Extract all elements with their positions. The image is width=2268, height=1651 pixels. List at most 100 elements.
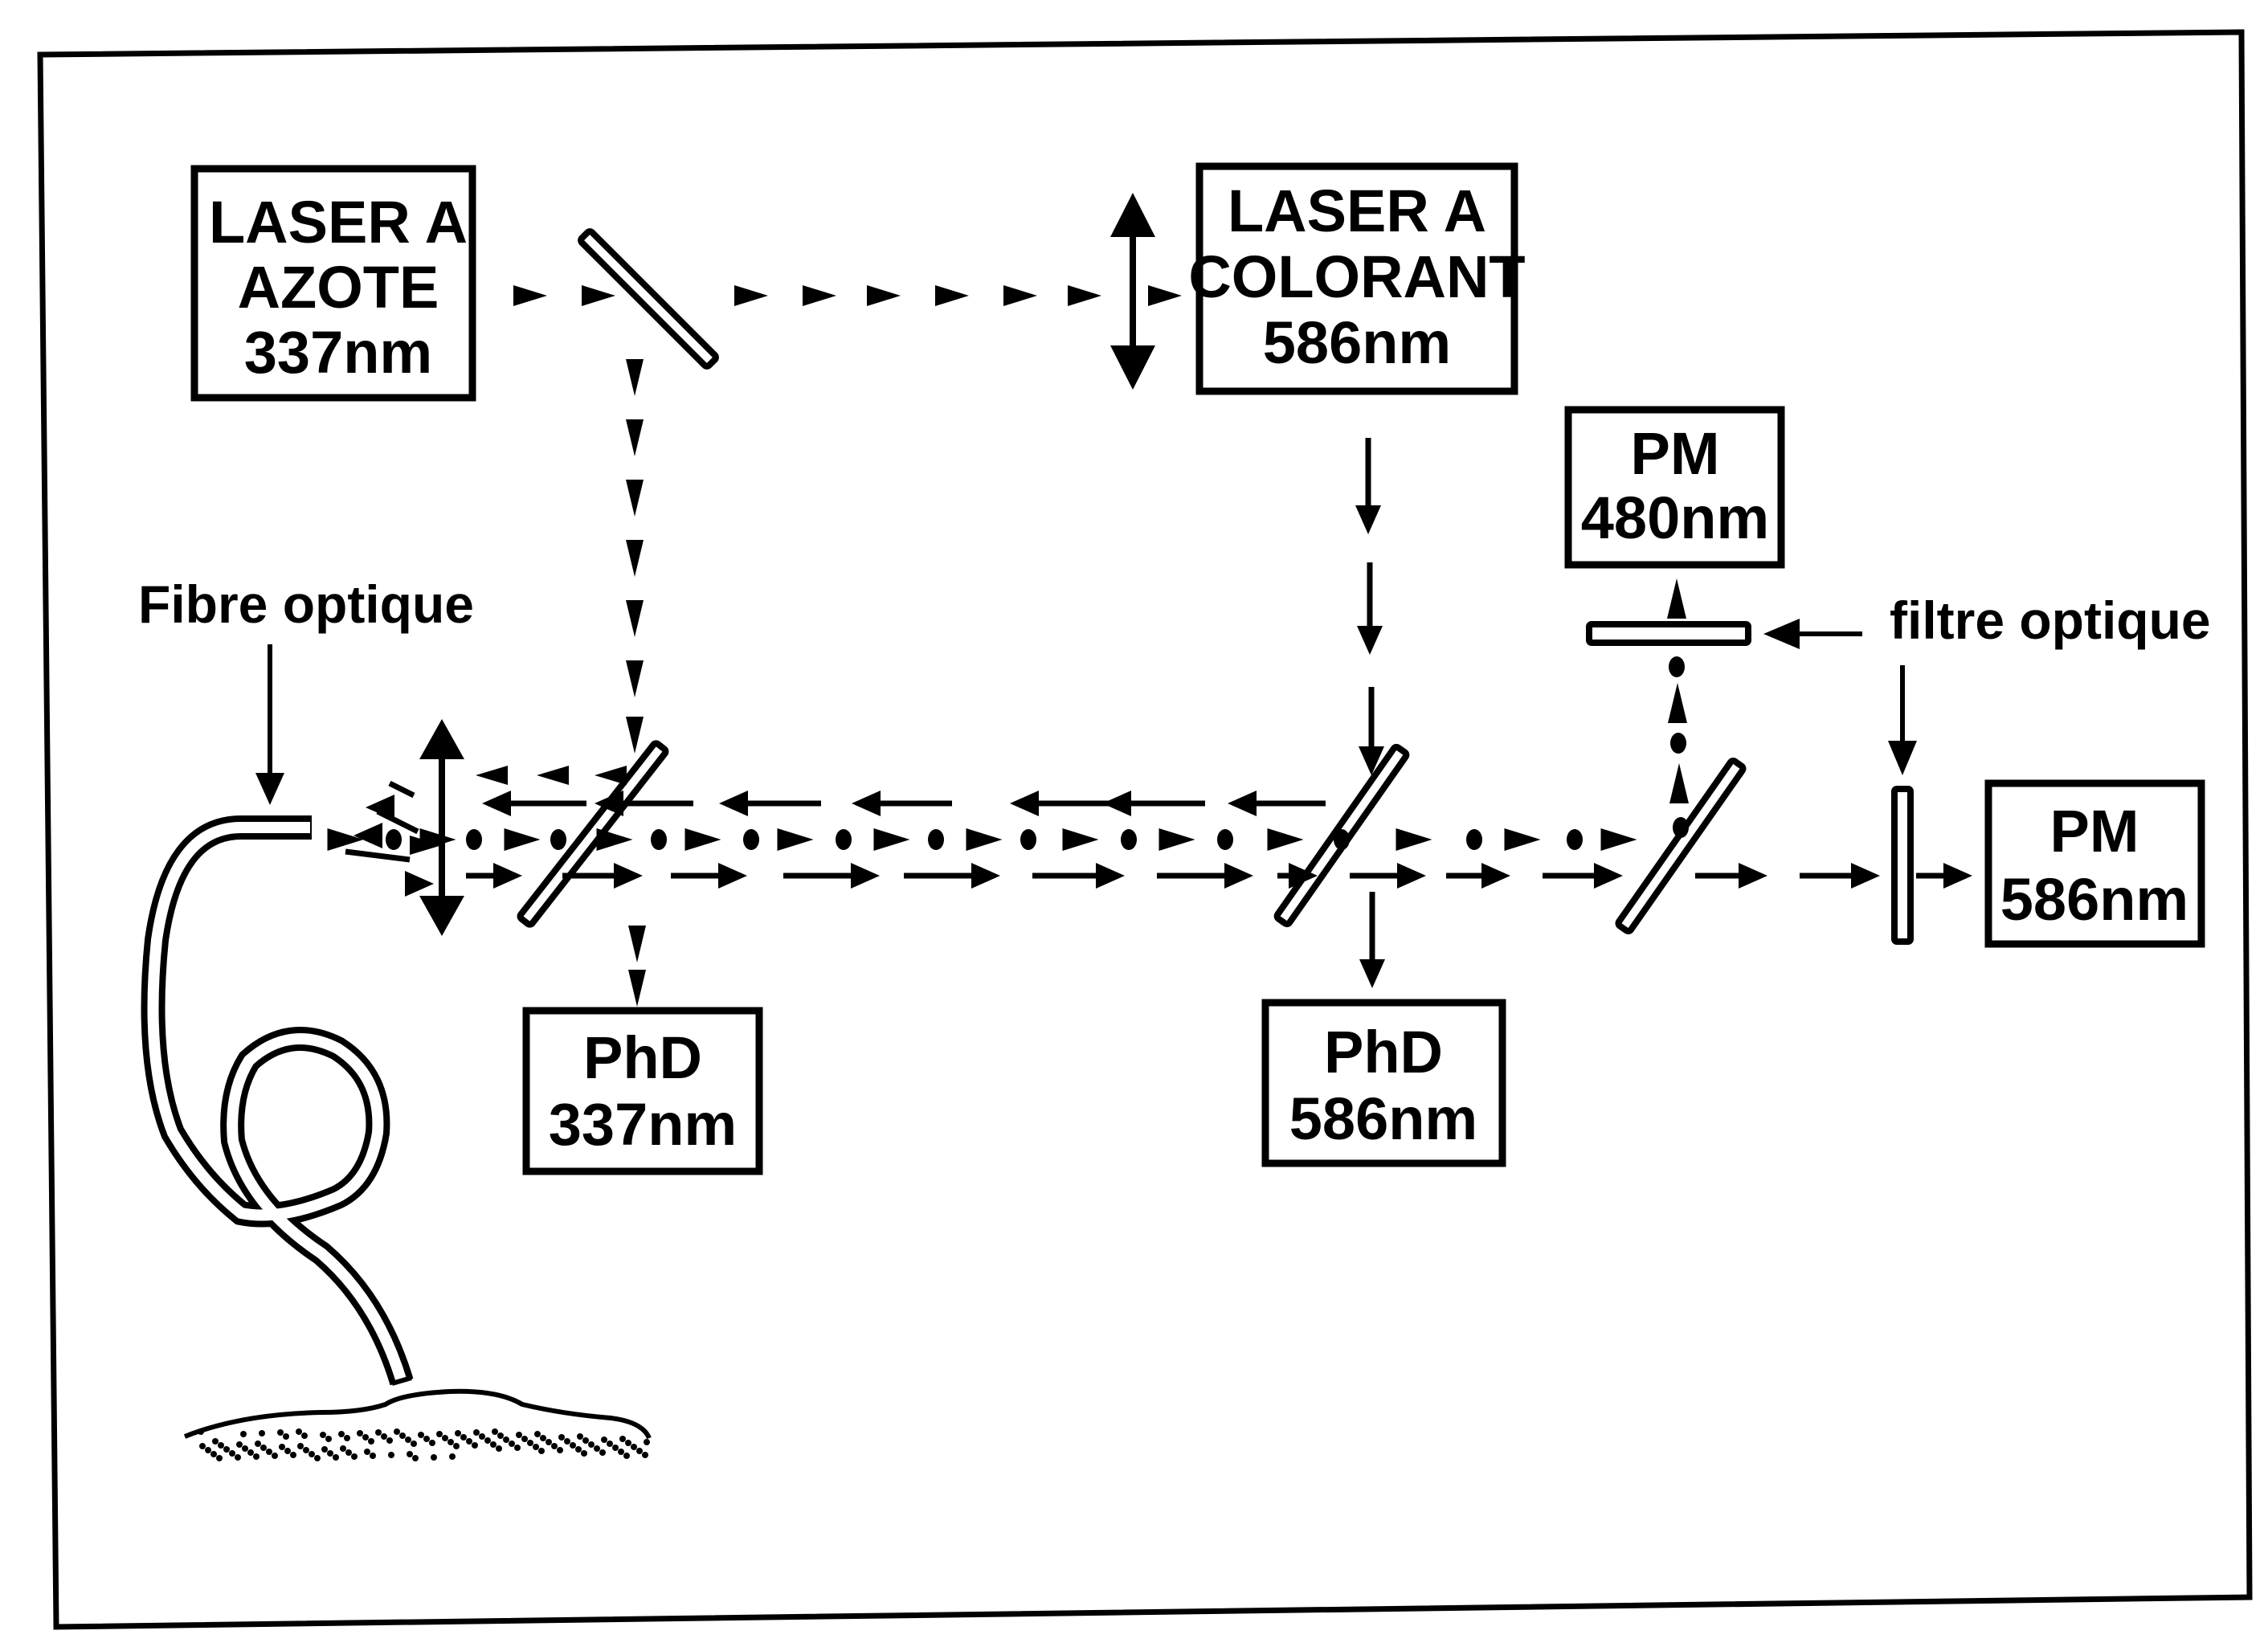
sample-speckle: [259, 1430, 265, 1436]
beam-586-forward-arrow-head: [971, 863, 1000, 889]
sample-speckle: [210, 1451, 217, 1457]
sample-speckle: [283, 1433, 289, 1440]
fibre-optique-label: Fibre optique: [138, 574, 474, 634]
sample-speckle: [297, 1443, 304, 1449]
fluorescence-dot: [1217, 829, 1233, 850]
sample-speckle: [344, 1435, 350, 1441]
fibre-fan-arrow-shaft: [376, 808, 419, 835]
beam-337-triangle: [935, 285, 969, 306]
sample-speckle: [381, 1433, 387, 1440]
fluorescence-triangle: [966, 828, 1003, 851]
sample-speckle: [581, 1450, 587, 1457]
sample-speckle: [333, 1454, 339, 1461]
beam-586-return-arrow-head: [852, 791, 881, 816]
fluorescence-up-triangle: [1668, 683, 1687, 723]
optical-filter-586: [1891, 786, 1914, 945]
fluorescence-up-triangle: [1669, 763, 1689, 803]
beamsplitter-mirror-4: [1615, 758, 1747, 934]
beam-586-down-head: [1359, 746, 1384, 775]
sample-speckle: [599, 1449, 606, 1456]
fluorescence-dot: [743, 829, 759, 850]
beam-paths: [327, 285, 1972, 1007]
sample-speckle: [546, 1439, 552, 1445]
sample-speckle: [612, 1445, 619, 1451]
laser-colorant-box: LASER A COLORANT 586nm: [1188, 162, 1526, 395]
beam-337-down-triangle: [626, 717, 644, 754]
sample-speckle: [375, 1429, 382, 1436]
optical-filter-480: [1586, 621, 1751, 646]
fluorescence-triangle: [1600, 828, 1637, 851]
laser-colorant-line2: COLORANT: [1188, 243, 1525, 310]
sample-speckle: [582, 1437, 589, 1444]
pm-480-line2: 480nm: [1581, 484, 1769, 551]
sample-speckle: [327, 1450, 333, 1457]
beam-337-to-fibre-triangle: [595, 766, 627, 785]
sample-speckle: [577, 1433, 583, 1440]
sample-speckle: [496, 1445, 502, 1452]
beam-337-triangle: [734, 285, 768, 306]
beam-586-forward-arrow-head: [1943, 863, 1972, 889]
fluorescence-triangle: [1062, 828, 1099, 851]
fluorescence-triangle: [873, 828, 910, 851]
beam-586-forward-arrow-head: [1289, 863, 1318, 889]
phd-337-box: PhD 337nm: [522, 1007, 763, 1175]
sample-speckle: [484, 1437, 491, 1444]
fluorescence-dot: [1567, 829, 1583, 850]
sample-speckle: [442, 1435, 448, 1441]
pm-480-box: PM 480nm: [1564, 406, 1785, 569]
laser-azote-line2: AZOTE: [238, 254, 439, 321]
sample-speckle: [296, 1428, 302, 1435]
sample-speckle: [399, 1432, 406, 1439]
beam-586-forward-arrow-head: [718, 863, 747, 889]
sample-speckle: [338, 1431, 345, 1437]
fluorescence-vertical-dot: [1670, 733, 1686, 754]
sample-speckle: [357, 1430, 363, 1436]
sample-speckle: [473, 1429, 480, 1436]
sample-speckle: [320, 1432, 326, 1438]
laser-colorant-line1: LASER A: [1228, 178, 1486, 244]
beam-586-return-arrow-head: [719, 791, 748, 816]
beam-586-forward-arrow-head: [1096, 863, 1125, 889]
beam-586-forward-arrow-head: [614, 863, 643, 889]
sample-speckle: [453, 1443, 460, 1449]
beam-337-down-triangle: [626, 540, 644, 577]
laser-azote-line1: LASER A: [209, 189, 468, 255]
pm-586-box: PM 586nm: [1984, 779, 2205, 948]
beam-337-triangle: [803, 285, 836, 306]
fluorescence-triangle: [1504, 828, 1541, 851]
sample-speckle: [272, 1453, 278, 1459]
sample-speckle: [223, 1446, 230, 1453]
fluorescence-triangle: [327, 828, 364, 851]
beam-337-triangle: [513, 285, 547, 306]
diagram-frame: [37, 29, 2253, 1630]
sample-speckle: [570, 1442, 576, 1449]
fluorescence-vertical-dot: [1669, 656, 1685, 677]
sample-speckle: [521, 1436, 528, 1442]
fluorescence-dot: [386, 829, 402, 850]
sample-speckle: [284, 1448, 291, 1454]
sample-speckle: [607, 1441, 613, 1447]
fluorescence-triangle: [504, 828, 541, 851]
sample-speckle: [460, 1434, 467, 1441]
filtre-label-pointer-icon: [1763, 619, 1862, 649]
fluorescence-triangle: [596, 828, 633, 851]
sample-speckle: [198, 1428, 204, 1435]
beamsplitter-mirror-2: [517, 740, 669, 928]
sample-speckle: [619, 1436, 626, 1442]
sample-speckle: [205, 1447, 211, 1453]
sample-speckle: [290, 1452, 296, 1458]
sample-speckle: [260, 1445, 267, 1451]
beam-337-triangle: [1003, 285, 1037, 306]
sample-speckle: [303, 1447, 309, 1453]
sample-speckle: [503, 1436, 509, 1443]
sample-speckle: [423, 1436, 430, 1442]
sample-speckle: [386, 1437, 393, 1444]
sample-speckle: [533, 1444, 539, 1450]
beam-337-triangle: [867, 285, 901, 306]
sample-speckle: [247, 1449, 254, 1456]
beam-337-down-triangle: [626, 600, 644, 637]
lens-left-icon: [419, 719, 464, 936]
beam-586-forward-arrow-head: [1594, 863, 1623, 889]
beam-586-phd-head: [1359, 959, 1385, 988]
sample-speckle: [362, 1434, 369, 1441]
